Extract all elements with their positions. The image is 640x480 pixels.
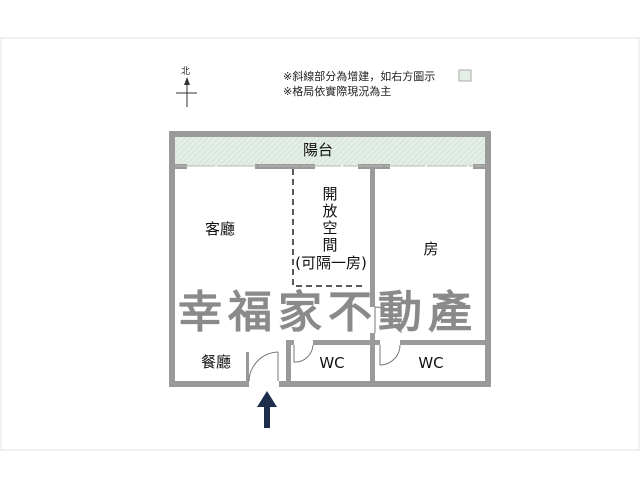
open-space-note: (可隔一房) [295, 254, 367, 272]
room-label-bedroom: 房 [423, 240, 438, 258]
legend-note-addition: ※斜線部分為增建，如右方圖示 [283, 69, 435, 83]
frame [0, 37, 640, 451]
legend-swatch [458, 69, 472, 82]
room-label-dining: 餐廳 [201, 353, 231, 371]
room-label-balcony: 陽台 [303, 141, 333, 159]
open-space-char: 間 [322, 236, 337, 254]
open-space-boundary [292, 169, 365, 287]
room-label-wc2: WC [418, 354, 443, 372]
room-label-living: 客廳 [205, 220, 235, 238]
open-space-char: 開 [322, 185, 337, 203]
north-arrow-icon: 北 [176, 66, 197, 107]
open-space-char: 放 [322, 202, 337, 220]
room-label-wc1: WC [319, 354, 344, 372]
entrance-arrow-icon [257, 391, 277, 428]
balcony-area [175, 137, 485, 166]
north-label: 北 [181, 66, 190, 77]
walls [169, 131, 491, 387]
watermark: 幸福家不動產 [178, 287, 478, 338]
door-icons [248, 306, 402, 382]
open-space-char: 空 [322, 219, 337, 237]
legend-note-layout: ※格局依實際現況為主 [283, 84, 391, 98]
